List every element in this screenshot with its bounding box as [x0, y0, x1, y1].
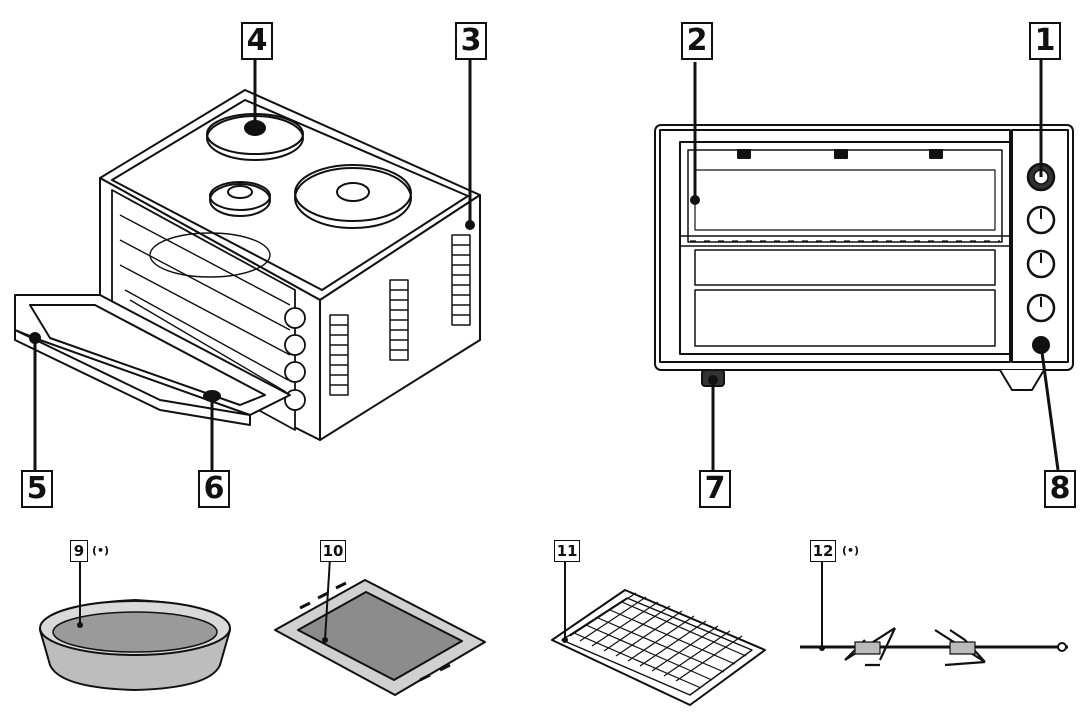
hotplate-large-front [294, 164, 412, 229]
callout-7: 7 [699, 470, 731, 508]
callout-5: 5 [21, 470, 53, 508]
callout-9: 9 [70, 540, 88, 562]
callout-11: 11 [554, 540, 580, 562]
optional-marker-9: (•) [92, 544, 110, 557]
leader-lines [33, 58, 1060, 648]
callout-3: 3 [455, 22, 487, 60]
optional-marker-12: (•) [842, 544, 860, 557]
callout-2: 2 [681, 22, 713, 60]
round-baking-pan [39, 599, 231, 691]
mini-oven-front [654, 124, 1074, 391]
callout-1: 1 [1029, 22, 1061, 60]
callout-12: 12 [810, 540, 836, 562]
callout-6: 6 [198, 470, 230, 508]
wire-rack [551, 589, 766, 706]
rotisserie-spit [800, 627, 1068, 667]
baking-tray [274, 579, 486, 696]
oven-door-open [14, 294, 291, 426]
mini-oven-perspective [14, 89, 481, 441]
hotplate-small [209, 181, 271, 217]
callout-10: 10 [320, 540, 346, 562]
callout-8: 8 [1044, 470, 1076, 508]
callout-4: 4 [241, 22, 273, 60]
